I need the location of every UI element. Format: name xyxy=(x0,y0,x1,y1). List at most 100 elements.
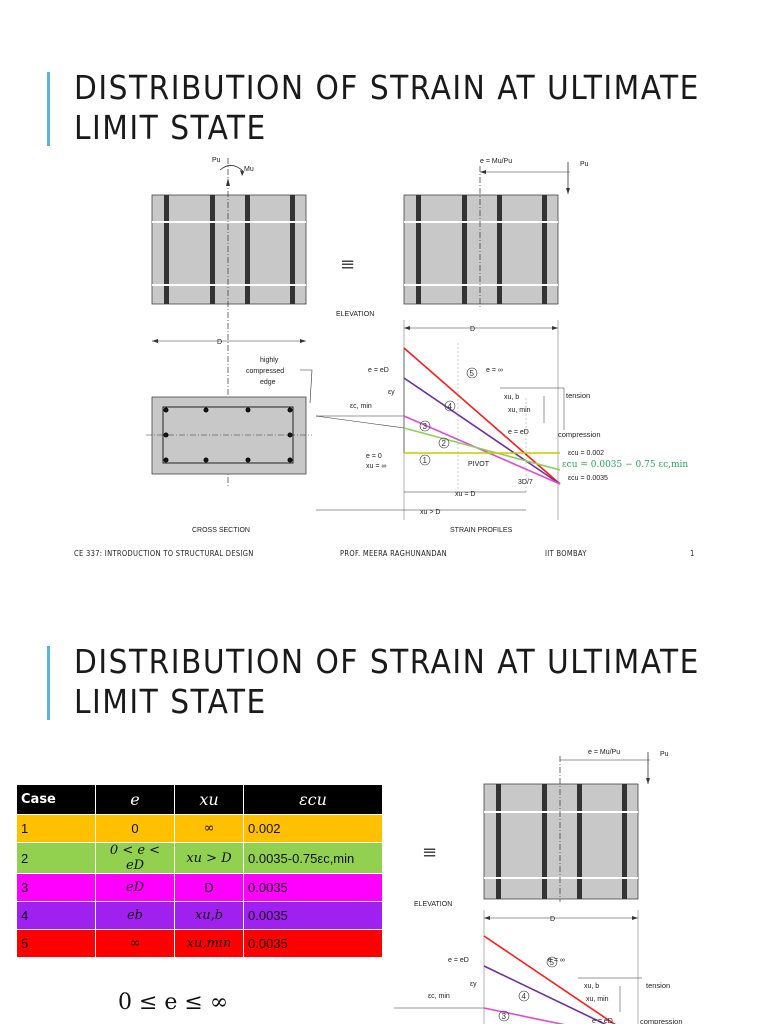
strain-line-5-2 xyxy=(483,935,616,1024)
cell-xu: ∞ xyxy=(174,814,244,843)
cell-e: eD xyxy=(95,873,175,902)
svg-text:4: 4 xyxy=(448,402,453,411)
title-line-2: LIMIT STATE xyxy=(74,108,267,147)
title-line-1: DISTRIBUTION OF STRAIN AT ULTIMATE xyxy=(74,68,700,107)
cell-xu: D xyxy=(174,873,244,902)
strain-line-3-2 xyxy=(483,1007,565,1024)
label-elevation-2: ELEVATION xyxy=(414,901,452,908)
label-pu-2: Pu xyxy=(660,751,669,758)
label-d-left: D xyxy=(217,339,222,346)
label-pu: Pu xyxy=(212,157,221,164)
header-ecu: εcu xyxy=(243,784,383,815)
label-highly: highly xyxy=(260,357,279,364)
cell-ecu: 0.002 xyxy=(243,814,383,843)
label-compression-2: compression xyxy=(640,1017,683,1024)
slide-title-2: DISTRIBUTION OF STRAIN AT ULTIMATE LIMIT… xyxy=(74,642,700,722)
label-e-eD-3: e = eD xyxy=(448,957,469,964)
label-elevation: ELEVATION xyxy=(336,311,374,318)
label-e-eD-2: e = eD xyxy=(508,429,529,436)
cell-case: 5 xyxy=(16,929,96,958)
label-e-eD-4: e = eD xyxy=(592,1018,613,1024)
cell-ecu: 0.0035 xyxy=(243,901,383,930)
label-xu-inf: xu = ∞ xyxy=(366,463,386,470)
label-e-equals-2: e = Mu/Pu xyxy=(588,749,620,756)
case-number-4-2: 4 xyxy=(522,992,527,1001)
header-xu: xu xyxy=(174,784,244,815)
label-tension: tension xyxy=(566,391,590,400)
label-ecu-formula: εcu = 0.0035 − 0.75 εc,min xyxy=(562,460,688,470)
label-tension-2: tension xyxy=(646,981,670,990)
cell-xu: xu,min xyxy=(174,929,244,958)
cell-e: 0 < e < eD xyxy=(95,842,175,874)
label-mu: Mu xyxy=(244,166,254,173)
cell-case: 4 xyxy=(16,901,96,930)
svg-text:5: 5 xyxy=(470,369,475,378)
table-header-row: Case e xu εcu xyxy=(16,784,383,815)
slide-1: DISTRIBUTION OF STRAIN AT ULTIMATE LIMIT… xyxy=(47,68,700,558)
label-d-2: D xyxy=(550,916,555,923)
cell-ecu: 0.0035 xyxy=(243,929,383,958)
label-e-eD: e = eD xyxy=(368,367,389,374)
svg-text:3: 3 xyxy=(423,422,428,431)
cell-ecu: 0.0035-0.75εc,min xyxy=(243,842,383,874)
label-e0: e = 0 xyxy=(366,453,382,460)
equivalence-symbol-2: ≡ xyxy=(422,842,437,863)
label-compressed: compressed xyxy=(246,368,284,375)
label-strain-profiles: STRAIN PROFILES xyxy=(450,527,513,534)
cell-e: eb xyxy=(95,901,175,930)
cell-case: 3 xyxy=(16,873,96,902)
equivalence-symbol: ≡ xyxy=(340,254,355,275)
strain-line-5 xyxy=(403,347,561,485)
label-ecu-0035: εcu = 0.0035 xyxy=(568,475,608,482)
label-e-inf-2: e = ∞ xyxy=(548,957,565,964)
case-number-3-2: 3 xyxy=(502,1012,507,1021)
label-ey: εy xyxy=(388,389,395,396)
footer-institute: IIT BOMBAY xyxy=(545,549,587,558)
label-e-inf: e = ∞ xyxy=(486,367,503,374)
label-xumin: xu, min xyxy=(508,407,531,414)
slide-2: DISTRIBUTION OF STRAIN AT ULTIMATE LIMIT… xyxy=(0,600,768,1024)
svg-text:1: 1 xyxy=(423,456,428,465)
label-xub: xu, b xyxy=(504,394,519,401)
label-pu-right: Pu xyxy=(580,161,589,168)
header-case: Case xyxy=(16,784,96,815)
cross-section xyxy=(146,396,312,475)
svg-text:2: 2 xyxy=(442,439,447,448)
label-compression: compression xyxy=(558,430,601,439)
label-ey-2: εy xyxy=(470,981,477,988)
footer-page-number: 1 xyxy=(690,549,695,558)
strain-line-4 xyxy=(403,377,561,485)
label-xumin-2: xu, min xyxy=(586,996,609,1003)
label-cross-section: CROSS SECTION xyxy=(192,527,250,534)
label-edge: edge xyxy=(260,379,276,386)
cell-ecu: 0.0035 xyxy=(243,873,383,902)
strain-line-4-2 xyxy=(483,965,607,1024)
slide-gap xyxy=(0,570,768,600)
title-accent-bar-2 xyxy=(47,646,50,720)
title-line-1: DISTRIBUTION OF STRAIN AT ULTIMATE xyxy=(74,642,700,681)
label-ecu-002: εcu = 0.002 xyxy=(568,450,604,457)
eccentricity-range: 0 ≤ e ≤ ∞ xyxy=(118,990,229,1015)
cell-case: 2 xyxy=(16,842,96,874)
cell-case: 1 xyxy=(16,814,96,843)
label-d-right: D xyxy=(470,326,475,333)
title-accent-bar xyxy=(47,72,50,146)
cell-e: ∞ xyxy=(95,929,175,958)
label-pivot: PIVOT xyxy=(468,461,490,468)
slide-title: DISTRIBUTION OF STRAIN AT ULTIMATE LIMIT… xyxy=(74,68,700,148)
label-3d7: 3D/7 xyxy=(518,479,533,486)
case-numbers: 5 4 3 2 1 xyxy=(419,367,478,466)
right-column-elevation xyxy=(403,162,570,308)
label-xu-eq-d: xu = D xyxy=(455,491,475,498)
strain-distribution-diagram-2: e = Mu/Pu Pu ≡ ELEVATION D e = eD e = ∞ … xyxy=(394,749,683,1024)
header-e: e xyxy=(95,784,175,815)
label-ecmin-2: εc, min xyxy=(428,993,450,1000)
cell-xu: xu,b xyxy=(174,901,244,930)
strain-distribution-diagram: Pu Mu D highly compressed edge CROSS SEC… xyxy=(146,157,688,534)
